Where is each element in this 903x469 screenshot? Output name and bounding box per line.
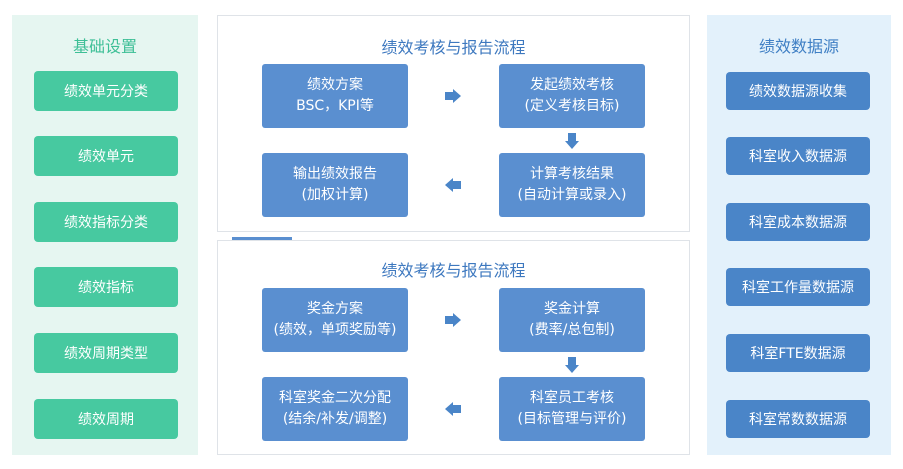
flow-1-step-calculate-line1: 计算考核结果 — [530, 166, 614, 182]
flow-2-step-secondary-distribution-line2: (结余/补发/调整) — [282, 411, 388, 427]
flow-2-step-secondary-distribution[interactable]: 科室奖金二次分配 (结余/补发/调整) — [262, 377, 408, 441]
flow-1-title: 绩效考核与报告流程 — [381, 38, 526, 57]
data-source-title: 绩效数据源 — [758, 37, 839, 56]
flow-1-step-report-line2: (加权计算) — [301, 187, 369, 203]
flow-1-step-report[interactable]: 输出绩效报告 (加权计算) — [262, 153, 408, 217]
settings-item-performance-unit[interactable]: 绩效单元 — [34, 136, 178, 176]
assessment-flow-panel-2: 绩效考核与报告流程 奖金方案 (绩效，单项奖励等) 奖金计算 (费率/总包制) … — [217, 240, 690, 455]
flow-2-step-bonus-calc-line1: 奖金计算 — [544, 301, 600, 317]
arrow-left-icon — [445, 178, 461, 192]
flow-2-step-secondary-distribution-line1: 科室奖金二次分配 — [279, 390, 391, 406]
flow-1-step-calculate[interactable]: 计算考核结果 (自动计算或录入) — [499, 153, 645, 217]
arrow-right-icon — [445, 313, 461, 327]
data-source-dept-income[interactable]: 科室收入数据源 — [726, 137, 870, 175]
settings-item-period-type[interactable]: 绩效周期类型 — [34, 333, 178, 373]
data-source-collection[interactable]: 绩效数据源收集 — [726, 72, 870, 110]
flow-1-step-initiate[interactable]: 发起绩效考核 (定义考核目标) — [499, 64, 645, 128]
settings-item-indicator-category[interactable]: 绩效指标分类 — [34, 202, 178, 242]
data-source-dept-workload[interactable]: 科室工作量数据源 — [726, 268, 870, 306]
flow-2-step-staff-assessment[interactable]: 科室员工考核 (目标管理与评价) — [499, 377, 645, 441]
arrow-down-icon — [565, 133, 579, 149]
settings-item-performance-unit-category[interactable]: 绩效单元分类 — [34, 71, 178, 111]
flow-1-step-plan[interactable]: 绩效方案 BSC，KPI等 — [262, 64, 408, 128]
flow-1-step-plan-line1: 绩效方案 — [307, 77, 363, 93]
arrow-left-icon — [445, 402, 461, 416]
flow-1-step-calculate-line2: (自动计算或录入) — [517, 187, 627, 203]
settings-item-period[interactable]: 绩效周期 — [34, 399, 178, 439]
arrow-down-icon — [565, 357, 579, 373]
basic-settings-title: 基础设置 — [72, 37, 137, 56]
data-source-dept-constant[interactable]: 科室常数数据源 — [726, 400, 870, 438]
flow-2-step-bonus-calc-line2: (费率/总包制) — [529, 322, 615, 338]
performance-data-source-panel: 绩效数据源 绩效数据源收集 科室收入数据源 科室成本数据源 科室工作量数据源 科… — [707, 15, 891, 455]
data-source-dept-cost[interactable]: 科室成本数据源 — [726, 203, 870, 241]
basic-settings-panel: 基础设置 绩效单元分类 绩效单元 绩效指标分类 绩效指标 绩效周期类型 绩效周期 — [12, 15, 198, 455]
arrow-right-icon — [445, 89, 461, 103]
flow-1-step-initiate-line1: 发起绩效考核 — [530, 77, 614, 93]
flow-2-step-bonus-plan[interactable]: 奖金方案 (绩效，单项奖励等) — [262, 288, 408, 352]
settings-item-indicator[interactable]: 绩效指标 — [34, 267, 178, 307]
flow-2-step-staff-assessment-line2: (目标管理与评价) — [517, 411, 627, 427]
assessment-flow-panel-1: 绩效考核与报告流程 绩效方案 BSC，KPI等 发起绩效考核 (定义考核目标) … — [217, 15, 690, 232]
flow-2-step-bonus-calc[interactable]: 奖金计算 (费率/总包制) — [499, 288, 645, 352]
flow-1-step-initiate-line2: (定义考核目标) — [524, 98, 620, 114]
flow-1-step-report-line1: 输出绩效报告 — [293, 166, 377, 182]
flow-2-title: 绩效考核与报告流程 — [381, 261, 526, 280]
flow-2-step-staff-assessment-line1: 科室员工考核 — [530, 390, 614, 406]
flow-1-step-plan-line2: BSC，KPI等 — [296, 98, 374, 114]
flow-2-step-bonus-plan-line2: (绩效，单项奖励等) — [273, 322, 397, 338]
data-source-dept-fte[interactable]: 科室FTE数据源 — [726, 334, 870, 372]
flow-2-step-bonus-plan-line1: 奖金方案 — [307, 301, 363, 317]
